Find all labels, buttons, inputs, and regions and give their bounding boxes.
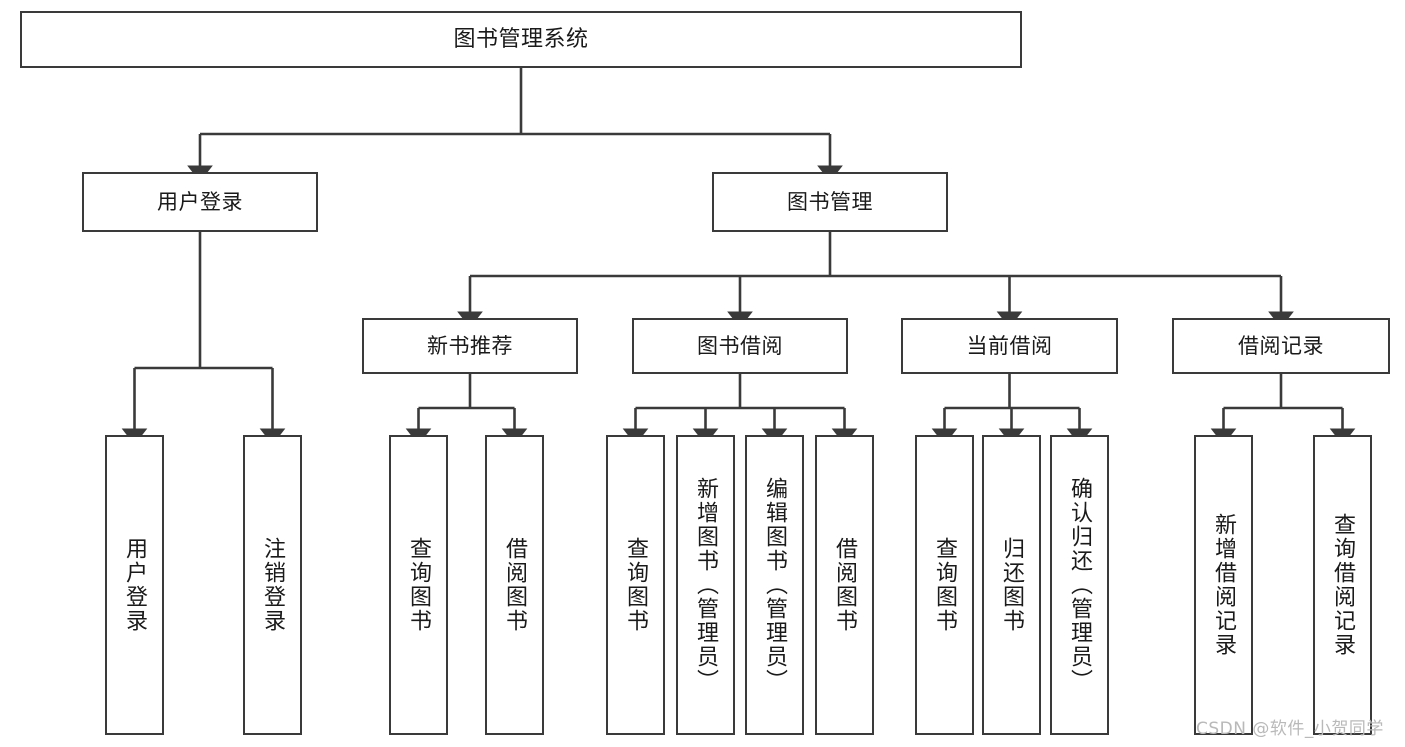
node-leaf-confirm-return-label: 确认归还（管理员） bbox=[1067, 477, 1093, 693]
node-book-manage[interactable]: 图书管理 bbox=[712, 172, 948, 232]
node-leaf-query-book-2-label: 查询图书 bbox=[623, 537, 649, 633]
node-leaf-user-logout[interactable]: 注销登录 bbox=[243, 435, 302, 735]
node-leaf-borrow-book-1-label: 借阅图书 bbox=[502, 537, 528, 633]
node-leaf-query-book-3-label: 查询图书 bbox=[932, 537, 958, 633]
node-book-borrow[interactable]: 图书借阅 bbox=[632, 318, 848, 374]
node-leaf-query-book-3[interactable]: 查询图书 bbox=[915, 435, 974, 735]
node-leaf-query-book-1[interactable]: 查询图书 bbox=[389, 435, 448, 735]
node-borrow-record-label: 借阅记录 bbox=[1238, 333, 1324, 358]
node-leaf-query-book-2[interactable]: 查询图书 bbox=[606, 435, 665, 735]
watermark-text: CSDN @软件_小贺同学 bbox=[1196, 719, 1384, 739]
node-leaf-borrow-book-2-label: 借阅图书 bbox=[832, 537, 858, 633]
node-leaf-query-book-1-label: 查询图书 bbox=[406, 537, 432, 633]
node-leaf-borrow-book-2[interactable]: 借阅图书 bbox=[815, 435, 874, 735]
node-leaf-return-book-label: 归还图书 bbox=[999, 537, 1025, 633]
node-root[interactable]: 图书管理系统 bbox=[20, 11, 1022, 68]
node-leaf-user-login-label: 用户登录 bbox=[122, 537, 148, 633]
node-current-borrow[interactable]: 当前借阅 bbox=[901, 318, 1118, 374]
node-user-login-label: 用户登录 bbox=[157, 189, 243, 214]
node-borrow-record[interactable]: 借阅记录 bbox=[1172, 318, 1390, 374]
node-root-label: 图书管理系统 bbox=[453, 26, 589, 52]
node-user-login[interactable]: 用户登录 bbox=[82, 172, 318, 232]
node-leaf-borrow-book-1[interactable]: 借阅图书 bbox=[485, 435, 544, 735]
node-book-manage-label: 图书管理 bbox=[787, 189, 873, 214]
node-leaf-user-login[interactable]: 用户登录 bbox=[105, 435, 164, 735]
node-new-book-rec-label: 新书推荐 bbox=[427, 333, 513, 358]
node-leaf-add-book[interactable]: 新增图书（管理员） bbox=[676, 435, 735, 735]
node-book-borrow-label: 图书借阅 bbox=[697, 333, 783, 358]
node-leaf-add-record[interactable]: 新增借阅记录 bbox=[1194, 435, 1253, 735]
node-new-book-rec[interactable]: 新书推荐 bbox=[362, 318, 578, 374]
node-leaf-return-book[interactable]: 归还图书 bbox=[982, 435, 1041, 735]
node-leaf-add-record-label: 新增借阅记录 bbox=[1211, 513, 1237, 657]
node-leaf-edit-book[interactable]: 编辑图书（管理员） bbox=[745, 435, 804, 735]
node-leaf-query-record-label: 查询借阅记录 bbox=[1330, 513, 1356, 657]
node-leaf-add-book-label: 新增图书（管理员） bbox=[693, 477, 719, 693]
node-leaf-user-logout-label: 注销登录 bbox=[260, 537, 286, 633]
node-current-borrow-label: 当前借阅 bbox=[966, 333, 1053, 358]
node-leaf-edit-book-label: 编辑图书（管理员） bbox=[762, 477, 788, 693]
node-leaf-confirm-return[interactable]: 确认归还（管理员） bbox=[1050, 435, 1109, 735]
node-leaf-query-record[interactable]: 查询借阅记录 bbox=[1313, 435, 1372, 735]
